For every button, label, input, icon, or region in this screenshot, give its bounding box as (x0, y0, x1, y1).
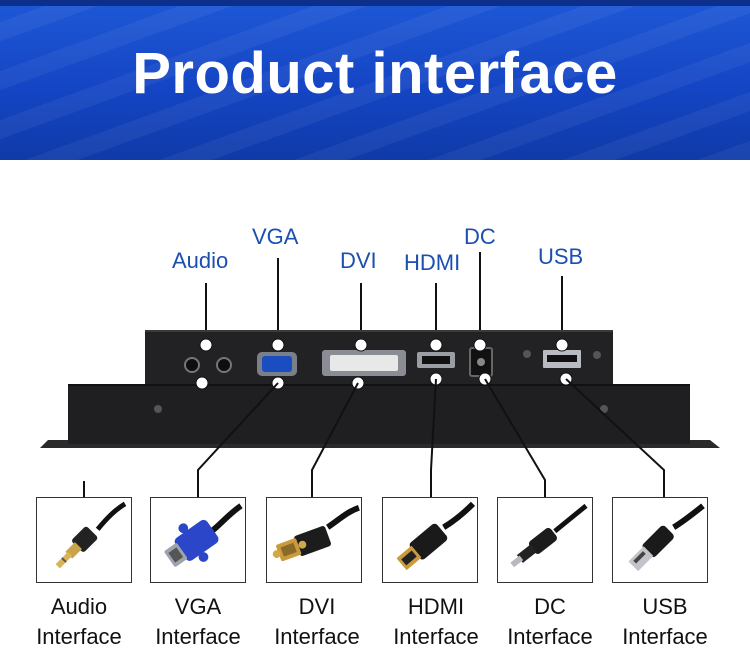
caption-dvi: DVI Interface (258, 592, 376, 652)
port-label-dc: DC (464, 224, 496, 249)
dvi-cable-icon (272, 504, 360, 562)
card-vga (150, 497, 246, 583)
hdmi-cable-icon (396, 501, 476, 570)
caption-vga: VGA Interface (139, 592, 257, 652)
card-dvi (266, 497, 362, 583)
caption-audio: Audio Interface (20, 592, 138, 652)
caption-hdmi-interface: Interface (393, 624, 479, 649)
card-audio (36, 497, 132, 583)
caption-audio-name: Audio (50, 594, 108, 619)
caption-vga-name: VGA (174, 594, 222, 619)
caption-vga-interface: Interface (155, 624, 241, 649)
banner-top-line (0, 0, 750, 6)
caption-hdmi: HDMI Interface (377, 592, 495, 652)
card-dc (497, 497, 593, 583)
usb-cable-icon (628, 503, 705, 572)
port-label-vga: VGA (252, 224, 299, 249)
port-label-dvi: DVI (340, 248, 377, 273)
card-hdmi (382, 497, 478, 583)
caption-audio-interface: Interface (36, 624, 122, 649)
port-label-hdmi: HDMI (404, 250, 461, 275)
caption-dvi-interface: Interface (274, 624, 360, 649)
connector-lines (83, 378, 665, 497)
banner-stripes (0, 0, 750, 160)
caption-usb: USB Interface (606, 592, 724, 652)
caption-hdmi-name: HDMI (407, 594, 465, 619)
caption-dvi-name: DVI (298, 594, 336, 619)
header-banner: Product interface (0, 0, 750, 160)
caption-usb-name: USB (642, 594, 688, 619)
card-usb (612, 497, 708, 583)
dc-plug-icon (510, 503, 588, 568)
panel-ports (184, 347, 581, 377)
monitor-body (40, 330, 720, 448)
caption-dc-name: DC (534, 594, 566, 619)
port-label-usb: USB (538, 244, 584, 269)
vga-cable-icon (164, 503, 243, 567)
port-label-audio: Audio (172, 248, 229, 273)
audio-jack-icon (55, 501, 127, 569)
page-title: Product interface (132, 41, 618, 106)
caption-usb-interface: Interface (622, 624, 708, 649)
caption-dc-interface: Interface (507, 624, 593, 649)
caption-dc: DC Interface (491, 592, 609, 652)
